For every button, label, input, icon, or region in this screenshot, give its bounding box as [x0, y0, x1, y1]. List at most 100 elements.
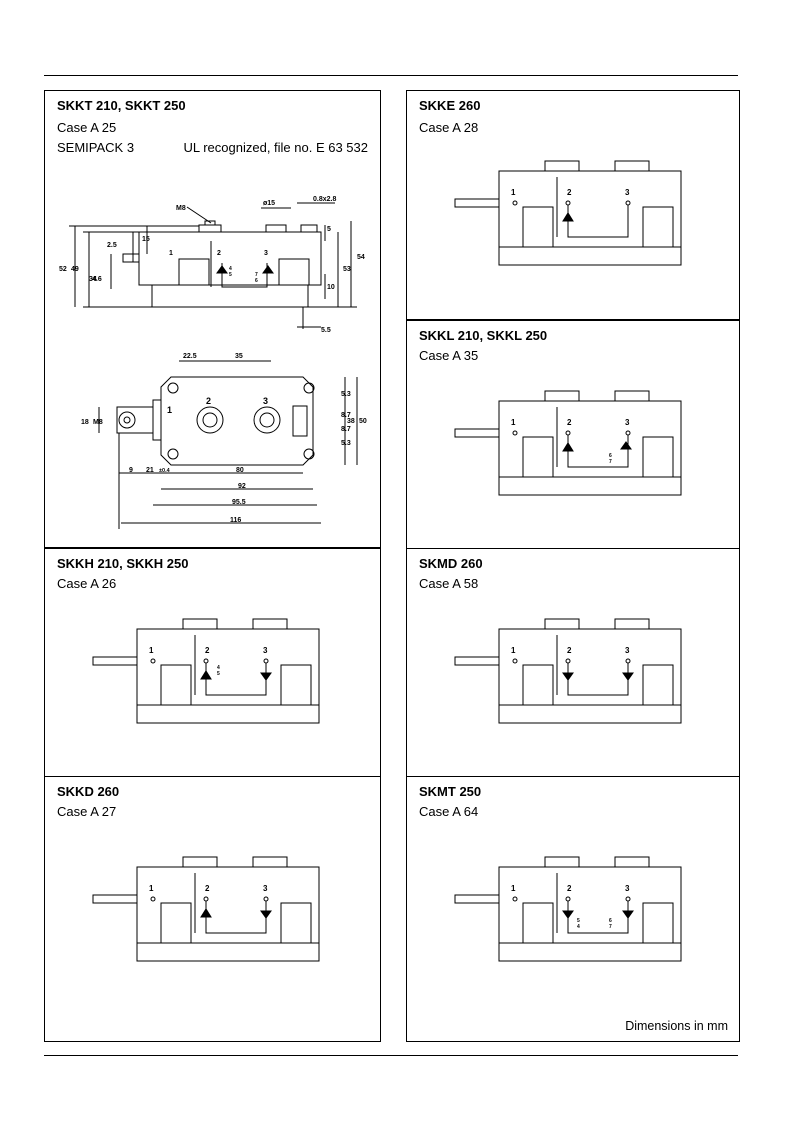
aux-pin-7: 7 — [609, 459, 612, 465]
skmt-module-drawing: 1 2 3 5 4 6 7 — [454, 856, 682, 962]
skkl-module-drawing: 1 2 3 6 7 — [454, 390, 682, 496]
dim-53: 53 — [343, 266, 351, 273]
pin-label-2: 2 — [567, 884, 572, 893]
case-label: Case A 64 — [419, 804, 479, 819]
pin-label-1: 1 — [511, 646, 516, 655]
dim-80: 80 — [236, 467, 244, 474]
dimensions-note: Dimensions in mm — [625, 1019, 728, 1033]
panel-title: SKKE 260 — [419, 98, 481, 113]
aux-pin-4: 4 — [229, 266, 232, 272]
case-label: Case A 35 — [419, 348, 479, 363]
package-label: SEMIPACK 3 — [57, 140, 135, 155]
panel-title: SKKH 210, SKKH 250 — [57, 556, 189, 571]
aux-pin-5: 5 — [229, 272, 232, 278]
pin-label-1: 1 — [511, 884, 516, 893]
pin-label-3: 3 — [264, 250, 268, 257]
pin-label-3: 3 — [625, 188, 630, 197]
aux-pin-4: 4 — [217, 665, 220, 671]
pin-label-3: 3 — [263, 646, 268, 655]
terminal-2: 2 — [206, 396, 211, 406]
pin-label-2: 2 — [567, 188, 572, 197]
case-label: Case A 58 — [419, 576, 479, 591]
dim-95-5: 95.5 — [232, 499, 246, 506]
dim-tolerance: ±0.4 — [159, 468, 171, 474]
aux-pin-5: 5 — [217, 671, 220, 677]
dim-54: 54 — [357, 254, 365, 261]
dim-4-6: 4.6 — [92, 276, 102, 283]
dim-8-7-bottom: 8.7 — [341, 426, 351, 433]
pin-label-1: 1 — [169, 250, 173, 257]
aux-pin-7: 7 — [255, 272, 258, 278]
panel-title: SKMT 250 — [419, 784, 482, 799]
dim-5-3-bottom: 5.3 — [341, 440, 351, 447]
dim-9: 9 — [129, 467, 133, 474]
top-rule — [44, 75, 738, 76]
dim-21: 21 — [146, 467, 154, 474]
skkd-module-drawing: 1 2 3 — [92, 856, 320, 962]
dim-35: 35 — [235, 353, 243, 360]
terminal-1: 1 — [167, 405, 172, 415]
panel-skkh: SKKH 210, SKKH 250 Case A 26 1 2 3 4 5 — [44, 548, 381, 777]
dim-38: 38 — [347, 418, 355, 425]
aux-pin-6: 6 — [255, 278, 258, 284]
pin-label-2: 2 — [205, 884, 210, 893]
pin-label-2: 2 — [205, 646, 210, 655]
case-label: Case A 28 — [419, 120, 479, 135]
ul-recognition-note: UL recognized, file no. E 63 532 — [183, 140, 368, 155]
panel-skke: SKKE 260 Case A 28 1 2 3 — [406, 90, 740, 320]
aux-pin-6: 6 — [609, 918, 612, 924]
panel-skmt: SKMT 250 Case A 64 1 2 3 5 4 6 7 Dimensi… — [406, 776, 740, 1042]
case-label: Case A 26 — [57, 576, 117, 591]
dim-5-3-top: 5.3 — [341, 391, 351, 398]
panel-title: SKKD 260 — [57, 784, 120, 799]
dim-5-5: 5.5 — [321, 327, 331, 334]
dim-0-8x2-8: 0.8x2.8 — [313, 196, 336, 203]
dim-116: 116 — [230, 517, 241, 524]
dim-dia15: ø15 — [263, 200, 275, 207]
bottom-rule — [44, 1055, 738, 1056]
skke-module-drawing: 1 2 3 — [454, 160, 682, 266]
panel-title: SKKL 210, SKKL 250 — [419, 328, 548, 343]
pin-label-2: 2 — [567, 646, 572, 655]
dim-34: 34 — [89, 276, 97, 283]
dim-m8-top: M8 — [176, 205, 186, 212]
dim-49: 49 — [71, 266, 79, 273]
dim-8-7-top: 8.7 — [341, 412, 351, 419]
pin-label-2: 2 — [217, 250, 221, 257]
panel-skkd: SKKD 260 Case A 27 1 2 3 — [44, 776, 381, 1042]
pin-label-2: 2 — [567, 418, 572, 427]
dim-m8-side: M8 — [93, 419, 103, 426]
pin-label-3: 3 — [625, 646, 630, 655]
panel-title: SKKT 210, SKKT 250 — [57, 98, 186, 113]
panel-skkt: SKKT 210, SKKT 250 Case A 25 SEMIPACK 3 … — [44, 90, 381, 548]
aux-pin-4: 4 — [577, 924, 580, 930]
case-label: Case A 27 — [57, 804, 117, 819]
pin-label-3: 3 — [625, 884, 630, 893]
aux-pin-7: 7 — [609, 924, 612, 930]
pin-label-1: 1 — [511, 418, 516, 427]
dim-92: 92 — [238, 483, 246, 490]
pin-label-3: 3 — [263, 884, 268, 893]
aux-pin-5: 5 — [577, 918, 580, 924]
skkt-side-view — [69, 202, 357, 329]
pin-label-1: 1 — [149, 884, 154, 893]
dim-5: 5 — [327, 226, 331, 233]
panel-skmd: SKMD 260 Case A 58 1 2 3 — [406, 548, 740, 777]
dim-50: 50 — [359, 418, 367, 425]
dim-52: 52 — [59, 266, 67, 273]
dim-2-5: 2.5 — [107, 242, 117, 249]
dim-15: 15 — [142, 236, 150, 243]
skkt-dimension-drawing: M8 ø15 0.8x2.8 2.5 15 4.6 52 49 34 53 54… — [59, 196, 367, 529]
skkh-module-drawing: 1 2 3 4 5 — [92, 618, 320, 724]
skmd-module-drawing: 1 2 3 — [454, 618, 682, 724]
terminal-3: 3 — [263, 396, 268, 406]
panel-skkl: SKKL 210, SKKL 250 Case A 35 1 2 3 6 7 — [406, 320, 740, 549]
pin-label-3: 3 — [625, 418, 630, 427]
dim-22-5: 22.5 — [183, 353, 197, 360]
dim-10: 10 — [327, 284, 335, 291]
skkt-top-view — [98, 360, 358, 529]
pin-label-1: 1 — [149, 646, 154, 655]
dim-18: 18 — [81, 419, 89, 426]
pin-label-1: 1 — [511, 188, 516, 197]
aux-pin-6: 6 — [609, 453, 612, 459]
